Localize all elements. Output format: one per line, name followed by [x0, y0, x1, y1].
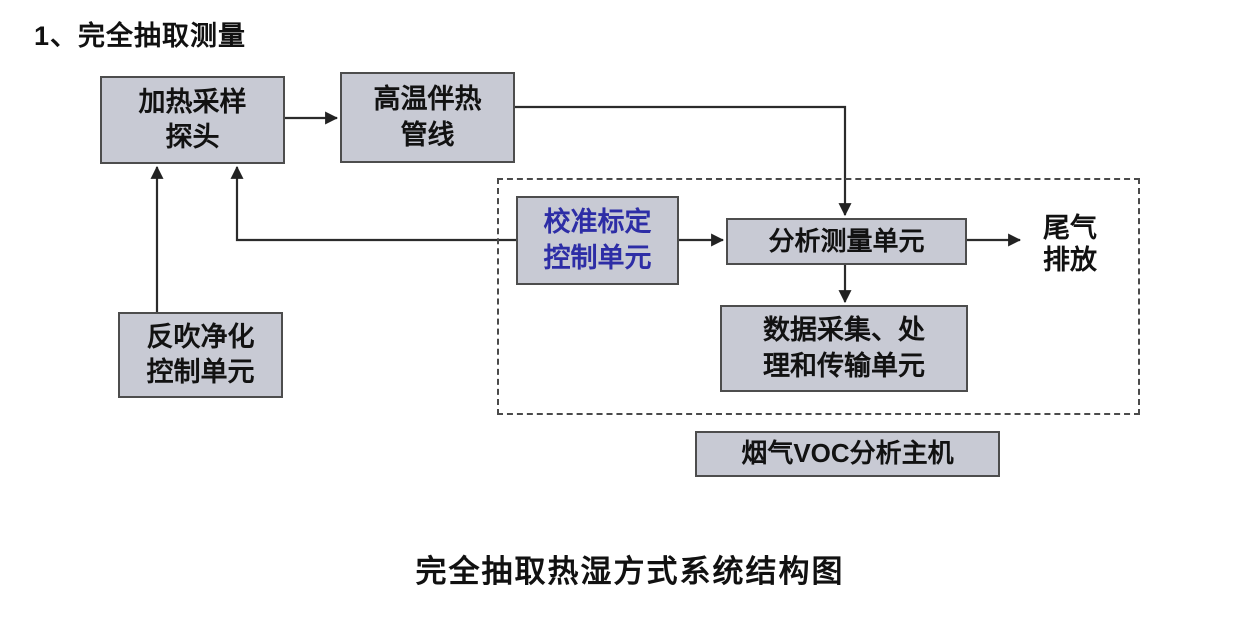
page-title: 1、完全抽取测量	[34, 21, 247, 51]
node-label-line: 烟气VOC分析主机	[741, 438, 954, 469]
node-label-line: 高温伴热	[373, 84, 482, 115]
node-data-acquisition-unit: 数据采集、处 理和传输单元	[720, 305, 968, 392]
node-label-line: 管线	[400, 119, 455, 150]
node-label-line: 数据采集、处	[763, 315, 925, 346]
voc-host-boundary	[497, 178, 1140, 415]
node-calibration-control-unit: 校准标定 控制单元	[516, 196, 679, 285]
node-label-line: 加热采样	[138, 86, 247, 117]
node-label-line: 反吹净化	[146, 321, 255, 352]
node-analysis-measurement-unit: 分析测量单元	[726, 218, 967, 265]
node-label-line: 探头	[165, 122, 220, 152]
node-label-line: 分析测量单元	[768, 225, 925, 256]
node-label-line: 理和传输单元	[763, 350, 925, 381]
node-label-line: 控制单元	[146, 357, 255, 387]
node-heated-sample-line: 高温伴热 管线	[340, 72, 515, 163]
node-label-line: 控制单元	[543, 242, 652, 273]
node-label-line: 校准标定	[543, 207, 652, 238]
exhaust-label-line: 排放	[1043, 245, 1097, 276]
diagram-caption: 完全抽取热湿方式系统结构图	[415, 554, 845, 589]
node-heated-sampling-probe: 加热采样 探头	[100, 76, 285, 164]
node-voc-analyzer-host-label: 烟气VOC分析主机	[695, 431, 1000, 477]
node-blowback-purge-control-unit: 反吹净化 控制单元	[118, 312, 283, 398]
exhaust-emission-label: 尾气 排放	[1028, 212, 1112, 277]
arrow-calibration-to-probe	[230, 165, 516, 242]
exhaust-label-line: 尾气	[1043, 213, 1097, 243]
